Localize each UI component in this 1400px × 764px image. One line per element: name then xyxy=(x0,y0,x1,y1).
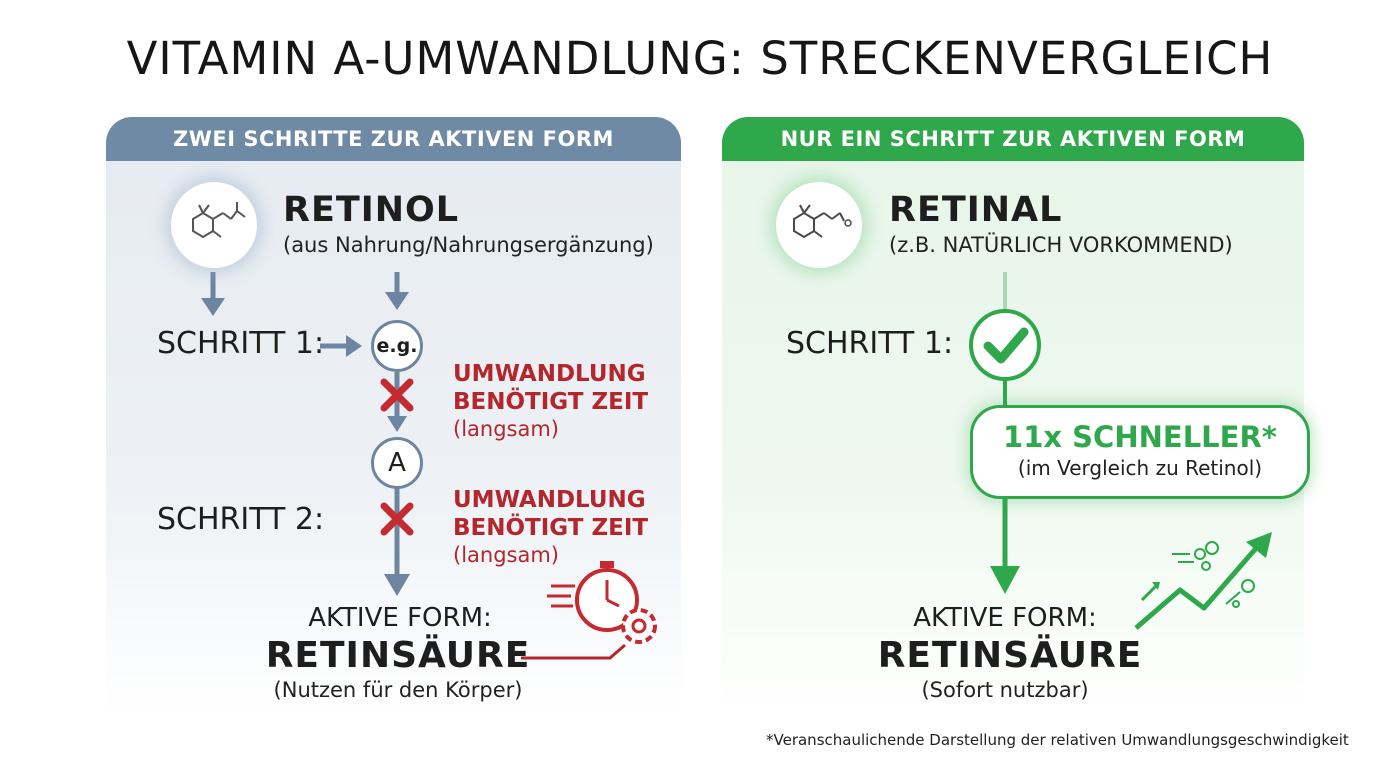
retinol-warning-1: UMWANDLUNG BENÖTIGT ZEIT xyxy=(453,360,648,416)
retinal-step-1-label: SCHRITT 1: xyxy=(786,326,954,361)
checkmark-icon xyxy=(969,309,1041,381)
warning-2-line-1: UMWANDLUNG xyxy=(453,487,646,513)
retinol-molecule-icon xyxy=(171,182,257,268)
retinal-name: RETINAL xyxy=(889,190,1063,230)
retinol-name: RETINOL xyxy=(283,190,460,230)
retinal-molecule-icon xyxy=(776,182,862,268)
retinol-panel-header: ZWEI SCHRITTE ZUR AKTIVEN FORM xyxy=(106,117,681,161)
cross-icon xyxy=(380,502,414,536)
retinol-warning-2: UMWANDLUNG BENÖTIGT ZEIT xyxy=(453,486,648,542)
retinal-source: (z.B. NATÜRLICH VORKOMMEND) xyxy=(889,233,1233,257)
page-title: VITAMIN A-UMWANDLUNG: STRECKENVERGLEICH xyxy=(126,32,1274,85)
stopwatch-gear-icon xyxy=(547,561,657,644)
retinol-step-1-label: SCHRITT 1: xyxy=(157,326,325,361)
retinal-active-label: AKTIVE FORM: xyxy=(913,603,1097,633)
retinal-active-sub: (Sofort nutzbar) xyxy=(921,678,1089,702)
retinol-active-sub: (Nutzen für den Körper) xyxy=(273,678,523,702)
speed-badge-title: 11x SCHNELLER* xyxy=(1003,420,1277,454)
retinol-warning-1-sub: (langsam) xyxy=(453,417,559,441)
speed-badge: 11x SCHNELLER* (im Vergleich zu Retinol) xyxy=(970,405,1310,499)
retinol-source: (aus Nahrung/Nahrungsergänzung) xyxy=(283,233,654,257)
retinol-warning-2-sub: (langsam) xyxy=(453,543,559,567)
warning-1-line-2: BENÖTIGT ZEIT xyxy=(453,389,649,415)
speed-badge-sub: (im Vergleich zu Retinol) xyxy=(1017,456,1263,480)
retinol-active-label: AKTIVE FORM: xyxy=(308,603,492,633)
retinal-panel-header: NUR EIN SCHRITT ZUR AKTIVEN FORM xyxy=(722,117,1304,161)
retinol-node-1: e.g. xyxy=(371,320,423,372)
retinol-node-2: A xyxy=(371,437,423,489)
retinal-active-name: RETINSÄURE xyxy=(877,635,1143,676)
cross-icon xyxy=(380,378,414,412)
retinol-step-2-label: SCHRITT 2: xyxy=(157,502,325,537)
speed-arrow-icon xyxy=(1134,532,1272,630)
warning-2-line-2: BENÖTIGT ZEIT xyxy=(453,515,649,541)
footnote: *Veranschaulichende Darstellung der rela… xyxy=(766,731,1349,749)
warning-1-line-1: UMWANDLUNG xyxy=(453,361,646,387)
retinol-active-name: RETINSÄURE xyxy=(265,635,531,676)
